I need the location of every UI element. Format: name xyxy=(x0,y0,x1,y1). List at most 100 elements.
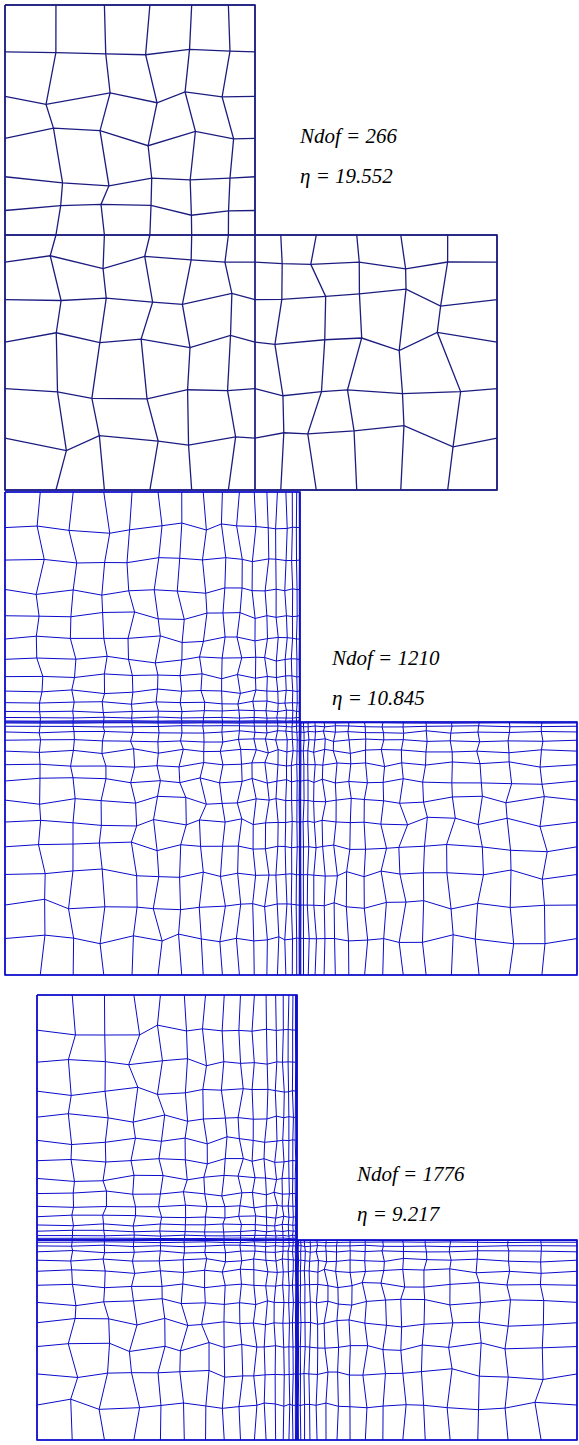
mesh-line xyxy=(297,1240,298,1440)
mesh-line xyxy=(5,49,255,54)
mesh-line xyxy=(5,710,300,712)
mesh-line xyxy=(222,1240,225,1440)
mesh-line xyxy=(300,731,577,733)
mesh-line xyxy=(304,1240,305,1440)
mesh-line xyxy=(322,722,326,975)
domain-outline xyxy=(37,995,577,1440)
mesh-line xyxy=(308,235,326,490)
mesh-line xyxy=(506,722,514,975)
mesh-line xyxy=(333,722,337,975)
mesh-line xyxy=(288,995,289,1240)
mesh-line xyxy=(37,1059,297,1066)
mesh-line xyxy=(5,177,255,186)
mesh-line xyxy=(300,722,301,975)
mesh-line xyxy=(5,796,300,804)
mesh-line xyxy=(297,1343,577,1351)
mesh-line xyxy=(37,1240,297,1241)
mesh-line xyxy=(5,256,255,269)
mesh-line xyxy=(254,235,255,490)
mesh-line xyxy=(92,235,106,490)
mesh-line xyxy=(221,492,225,722)
mesh-line xyxy=(5,558,300,563)
mesh-line xyxy=(255,426,497,447)
mesh-line xyxy=(5,612,300,619)
mesh-panel xyxy=(5,492,577,975)
mesh-line xyxy=(362,1240,367,1440)
mesh-line xyxy=(37,1240,297,1241)
mesh-panel xyxy=(5,5,497,490)
mesh-panel xyxy=(37,995,577,1440)
mesh-line xyxy=(300,739,577,742)
mesh-line xyxy=(37,1114,297,1122)
mesh-line xyxy=(505,1240,510,1440)
mesh-line xyxy=(37,1399,297,1409)
mesh-line xyxy=(291,492,292,722)
mesh-line xyxy=(292,1240,294,1440)
mesh-line xyxy=(264,1240,268,1440)
mesh-line xyxy=(297,1283,577,1288)
mesh-line xyxy=(296,1240,297,1440)
mesh-line xyxy=(264,995,268,1240)
mesh-line xyxy=(131,722,138,975)
mesh-line xyxy=(239,1240,243,1440)
mesh-line xyxy=(296,492,298,722)
mesh-line xyxy=(300,779,577,785)
mesh-line xyxy=(5,717,300,718)
mesh-line xyxy=(349,1240,352,1440)
mesh-line xyxy=(157,995,164,1240)
mesh-line xyxy=(177,492,184,722)
mesh-line xyxy=(298,1240,299,1440)
mesh-line xyxy=(5,749,300,754)
mesh-line xyxy=(300,722,301,975)
mesh-line xyxy=(180,1240,188,1440)
mesh-line xyxy=(5,92,255,105)
mesh-line xyxy=(297,1251,577,1253)
mesh-line xyxy=(222,5,233,235)
mesh-line xyxy=(5,436,255,451)
mesh-line xyxy=(255,262,497,269)
mesh-line xyxy=(129,995,140,1240)
mesh-line xyxy=(37,1240,297,1241)
mesh-line xyxy=(37,1259,297,1262)
mesh-line xyxy=(5,934,300,944)
mesh-line xyxy=(37,1370,297,1377)
mesh-line xyxy=(300,817,577,826)
mesh-line xyxy=(274,995,277,1240)
mesh-line xyxy=(37,1318,297,1325)
mesh-line xyxy=(37,1087,297,1095)
mesh-line xyxy=(202,995,207,1240)
mesh-line xyxy=(348,235,362,490)
mesh-line xyxy=(37,1239,297,1240)
mesh-line xyxy=(5,778,300,783)
mesh-line xyxy=(535,1240,544,1440)
mesh-line xyxy=(255,289,497,306)
mesh-line xyxy=(5,656,300,663)
mesh-line xyxy=(69,722,76,975)
mesh-line xyxy=(5,869,300,877)
mesh-line xyxy=(254,235,255,490)
mesh-line xyxy=(255,389,497,396)
mesh-line xyxy=(399,722,408,975)
mesh-line xyxy=(307,722,309,975)
mesh-line xyxy=(100,5,110,235)
mesh-line xyxy=(297,1402,577,1409)
mesh-line xyxy=(5,636,300,643)
mesh-line xyxy=(199,722,206,975)
mesh-line xyxy=(285,722,287,975)
mesh-line xyxy=(5,389,255,399)
mesh-line xyxy=(37,1230,297,1232)
mesh-line xyxy=(185,5,195,235)
mesh-line xyxy=(297,1258,577,1262)
mesh-line xyxy=(300,845,577,852)
domain-outline xyxy=(5,5,497,490)
mesh-line xyxy=(5,588,300,595)
mesh-line xyxy=(475,722,483,975)
mesh-line xyxy=(37,1159,297,1164)
mesh-line xyxy=(300,901,577,909)
mesh-line xyxy=(300,935,577,944)
mesh-line xyxy=(236,722,242,975)
mesh-line xyxy=(295,1240,296,1440)
mesh-line xyxy=(300,749,577,753)
mesh-line xyxy=(274,1240,277,1440)
